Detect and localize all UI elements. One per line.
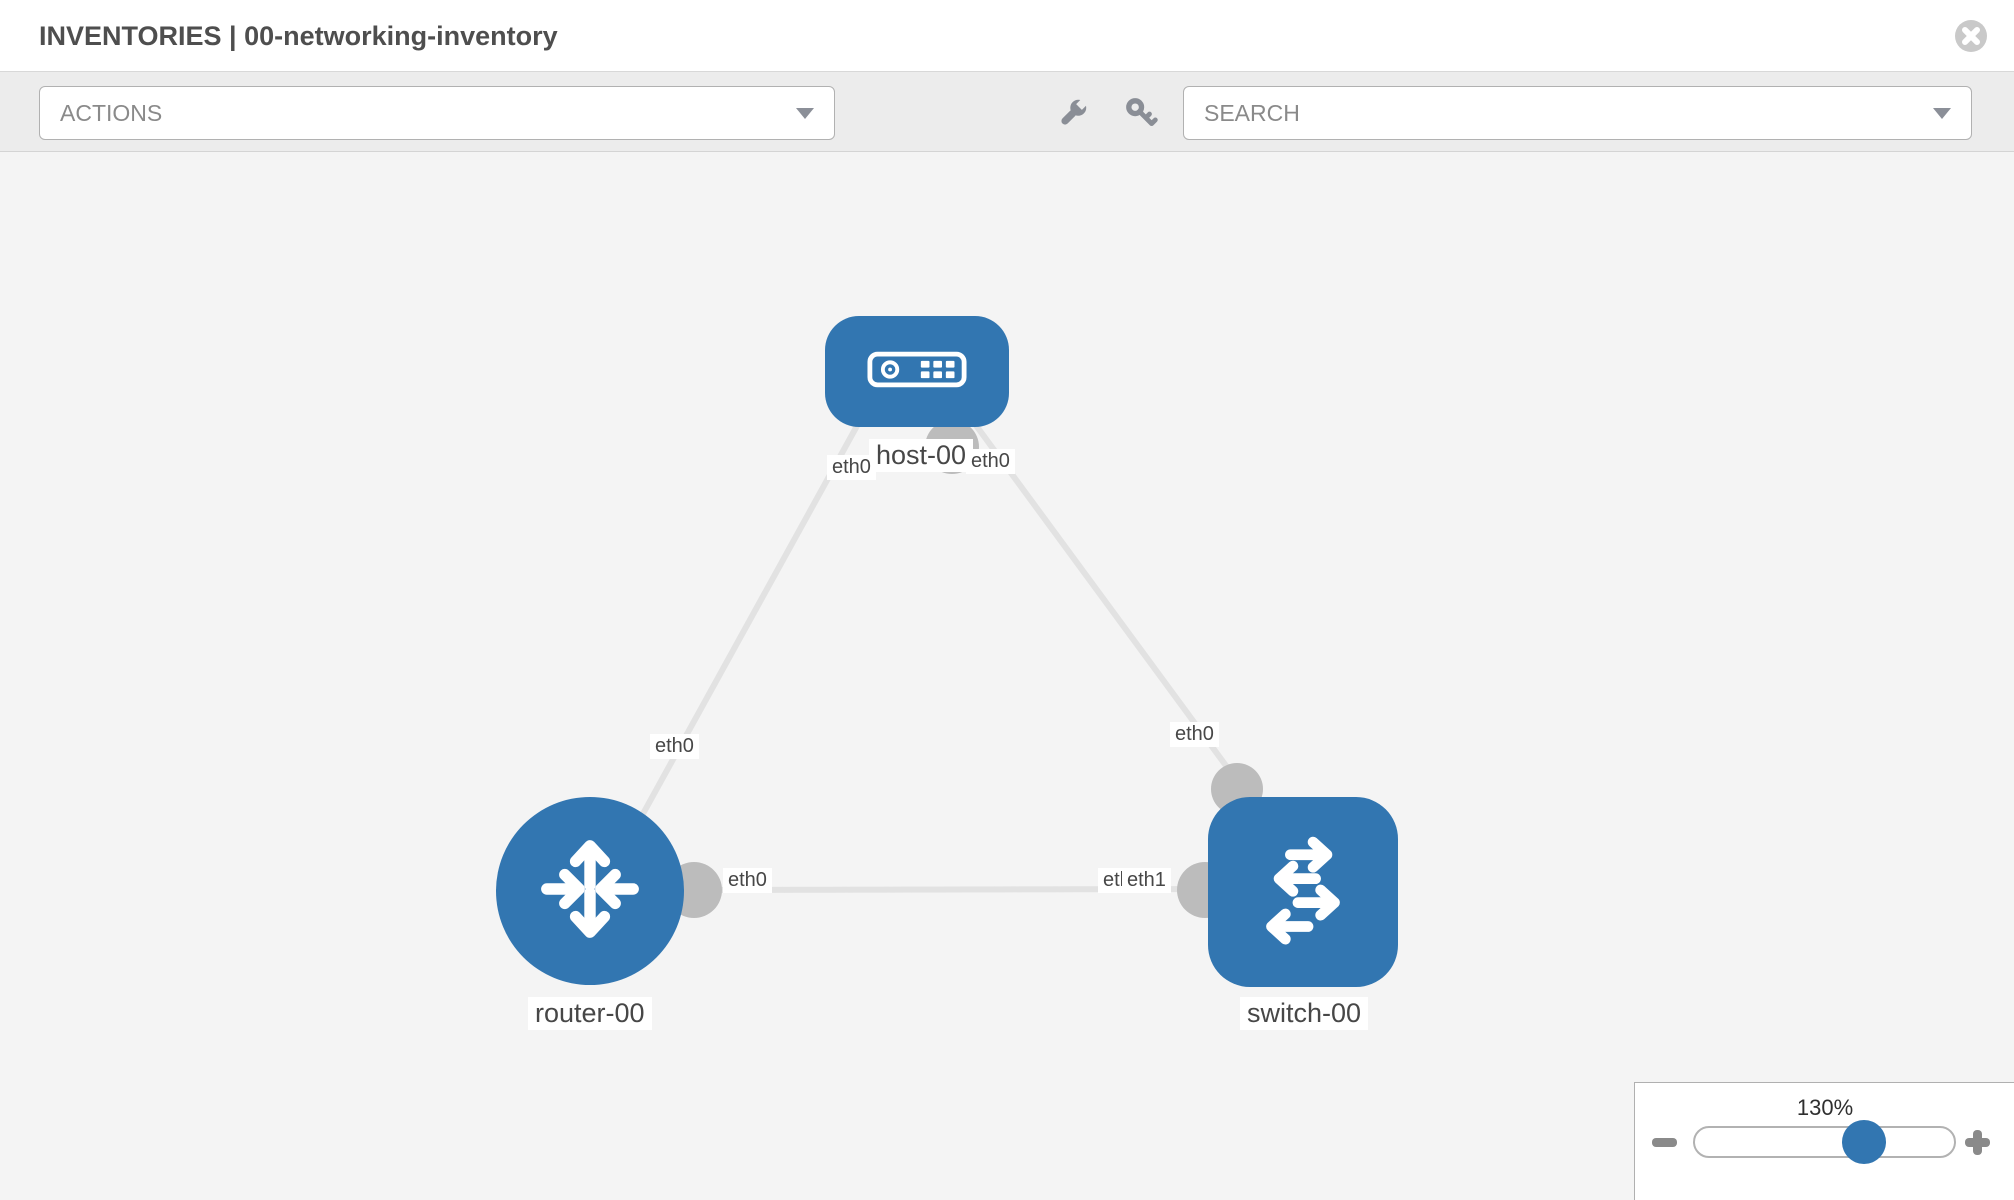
key-icon-button[interactable] <box>1124 96 1158 130</box>
wrench-icon <box>1061 97 1089 125</box>
close-button[interactable] <box>1954 19 1988 53</box>
toolbar: ACTIONS SEARCH <box>0 72 2014 152</box>
node-switch-00[interactable] <box>1208 797 1398 987</box>
zoom-panel: 130% <box>1634 1082 2014 1200</box>
switch-arrows-icon <box>1240 827 1366 958</box>
page-title: INVENTORIES | 00-networking-inventory <box>39 21 558 51</box>
search-dropdown[interactable]: SEARCH <box>1183 86 1972 140</box>
chevron-down-icon <box>1933 108 1951 119</box>
topology-canvas[interactable]: host-00 router-00 switch-00 eth0 eth0 et… <box>0 152 2014 1200</box>
node-label-router-00: router-00 <box>528 997 652 1031</box>
node-label-host-00: host-00 <box>869 439 974 473</box>
zoom-out-button minus-icon[interactable] <box>1652 1138 1677 1147</box>
zoom-in-button plus-icon[interactable] <box>1965 1130 1990 1155</box>
chevron-down-icon <box>796 108 814 119</box>
link-host-switch[interactable] <box>972 422 1263 814</box>
node-label-switch-00: switch-00 <box>1240 997 1369 1031</box>
links-layer <box>609 420 1263 918</box>
zoom-slider-thumb[interactable] <box>1842 1120 1886 1164</box>
search-dropdown-label: SEARCH <box>1204 99 1300 126</box>
actions-dropdown[interactable]: ACTIONS <box>39 86 835 140</box>
interface-label-switch-left-eth1: eth1 <box>1122 868 1171 893</box>
node-host-00[interactable] <box>825 316 1009 427</box>
interface-label-switch-top: eth0 <box>1170 722 1219 747</box>
interface-label-router-top: eth0 <box>650 734 699 759</box>
router-arrows-icon <box>530 829 650 954</box>
actions-dropdown-label: ACTIONS <box>60 99 163 126</box>
zoom-level-value: 130% <box>1796 1095 1854 1120</box>
header: INVENTORIES | 00-networking-inventory <box>0 0 2014 72</box>
link-host-router[interactable] <box>609 422 861 872</box>
interface-label-host-left: eth0 <box>827 455 876 480</box>
server-icon <box>867 351 967 393</box>
interface-label-router-right: eth0 <box>723 868 772 893</box>
interface-label-host-right: eth0 <box>966 449 1015 474</box>
close-icon <box>1954 20 1988 56</box>
wrench-icon-button[interactable] <box>1056 96 1090 130</box>
zoom-slider-track[interactable] <box>1693 1126 1956 1158</box>
node-router-00[interactable] <box>496 797 684 985</box>
key-icon <box>1126 98 1158 127</box>
